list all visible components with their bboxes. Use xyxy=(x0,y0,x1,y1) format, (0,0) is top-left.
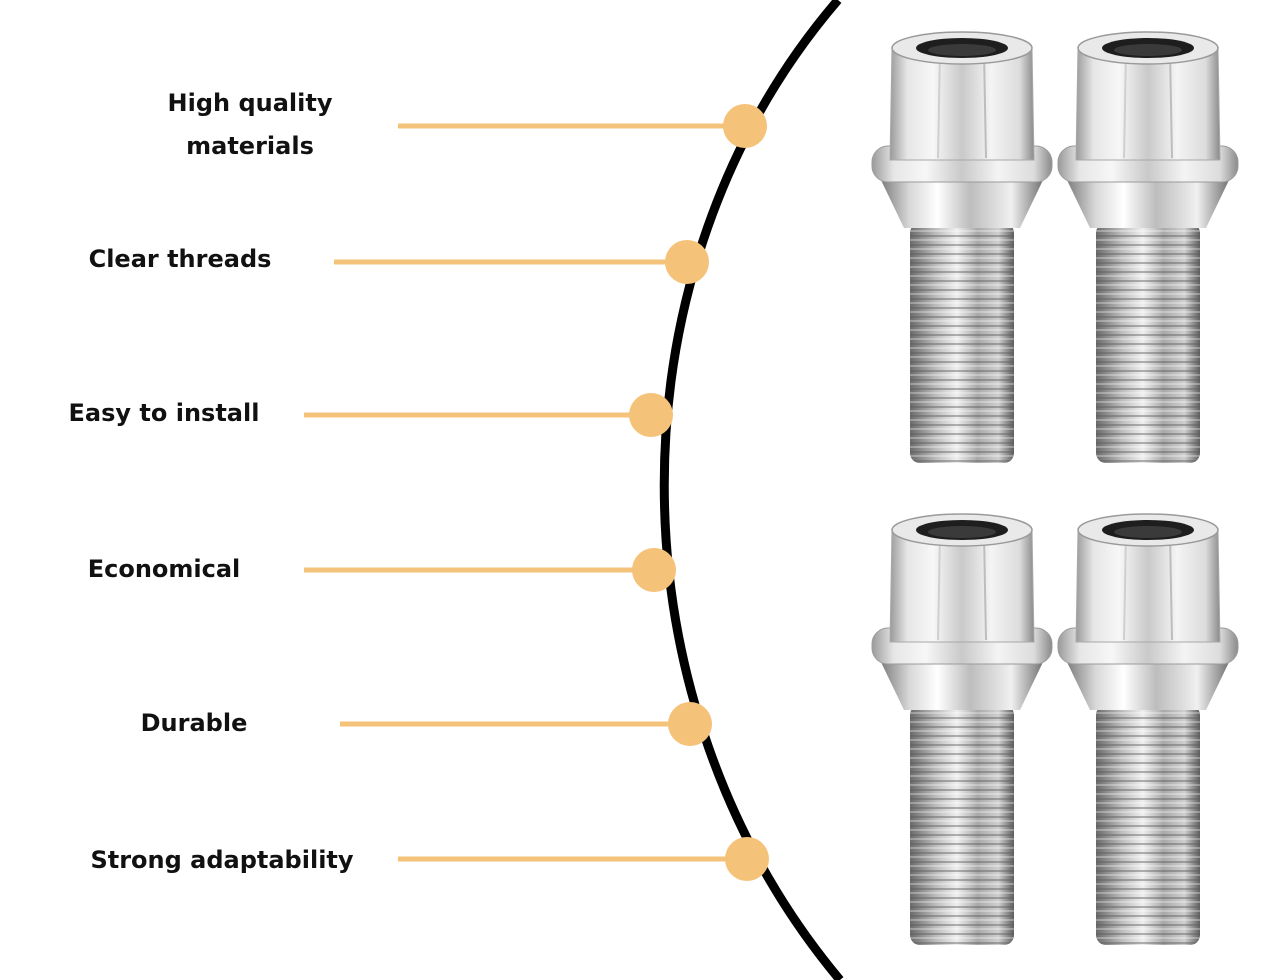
feature-label-durable: Durable xyxy=(94,702,294,745)
feature-label-line: High quality xyxy=(167,89,333,117)
connector-dot xyxy=(665,240,709,284)
feature-label-clear-threads: Clear threads xyxy=(80,238,280,281)
connector-dot xyxy=(632,548,676,592)
feature-label-strong-adaptability: Strong adaptability xyxy=(72,839,372,882)
feature-label-economical: Economical xyxy=(64,548,264,591)
connector-dot xyxy=(725,837,769,881)
feature-label-line: Strong adaptability xyxy=(90,846,354,874)
curved-divider xyxy=(659,0,844,980)
feature-label-easy-to-install: Easy to install xyxy=(64,392,264,435)
feature-label-line: materials xyxy=(186,132,314,160)
feature-label-line: Durable xyxy=(140,709,248,737)
feature-label-line: Easy to install xyxy=(68,399,260,427)
feature-label-line: Economical xyxy=(87,555,241,583)
connector-dot xyxy=(723,104,767,148)
feature-label-high-quality-materials: High quality materials xyxy=(150,82,350,168)
feature-label-line: Clear threads xyxy=(88,245,272,273)
connector-dot xyxy=(668,702,712,746)
connector-dot xyxy=(629,393,673,437)
wheel-bolt-image xyxy=(871,31,1239,946)
